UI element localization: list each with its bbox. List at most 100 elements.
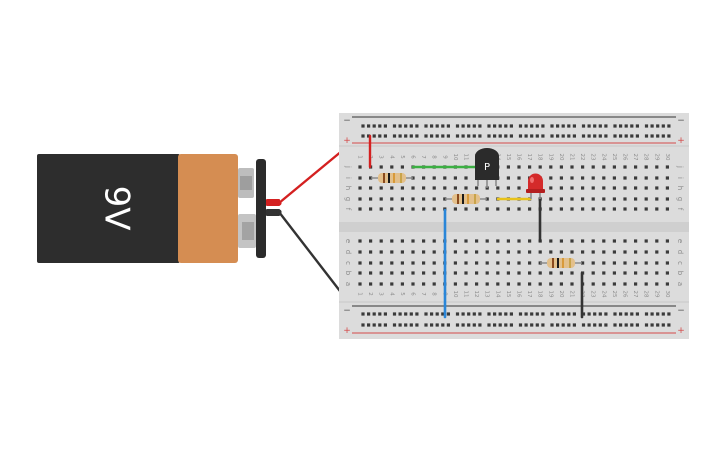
breadboard-hole[interactable] (453, 176, 457, 180)
breadboard-hole[interactable] (496, 207, 500, 211)
breadboard-hole[interactable] (630, 312, 634, 316)
breadboard-hole[interactable] (367, 312, 371, 316)
breadboard-hole[interactable] (591, 197, 595, 201)
breadboard-hole[interactable] (392, 312, 397, 316)
breadboard-hole[interactable] (518, 312, 523, 316)
breadboard-hole[interactable] (493, 124, 497, 128)
breadboard-hole[interactable] (504, 124, 508, 128)
breadboard-hole[interactable] (496, 186, 500, 190)
breadboard-hole[interactable] (369, 176, 373, 180)
breadboard-hole[interactable] (464, 261, 468, 265)
breadboard-hole[interactable] (581, 250, 585, 254)
breadboard-hole[interactable] (475, 271, 479, 275)
transistor[interactable]: P (475, 148, 499, 188)
breadboard-hole[interactable] (655, 239, 659, 243)
breadboard-hole[interactable] (665, 282, 669, 286)
breadboard-hole[interactable] (464, 239, 468, 243)
breadboard-hole[interactable] (390, 165, 394, 169)
breadboard-hole[interactable] (390, 282, 394, 286)
breadboard-hole[interactable] (665, 250, 669, 254)
breadboard-hole[interactable] (453, 186, 457, 190)
breadboard-hole[interactable] (372, 312, 376, 316)
breadboard-hole[interactable] (517, 186, 521, 190)
breadboard-hole[interactable] (453, 282, 457, 286)
resistor-r3[interactable] (540, 258, 582, 268)
breadboard-hole[interactable] (538, 250, 542, 254)
breadboard-hole[interactable] (572, 124, 576, 128)
breadboard-hole[interactable] (422, 186, 426, 190)
breadboard-hole[interactable] (383, 312, 387, 316)
breadboard-hole[interactable] (367, 134, 371, 138)
breadboard-hole[interactable] (378, 134, 382, 138)
breadboard-hole[interactable] (467, 134, 471, 138)
breadboard-hole[interactable] (415, 312, 419, 316)
breadboard-hole[interactable] (506, 271, 510, 275)
breadboard-hole[interactable] (498, 323, 502, 327)
breadboard-hole[interactable] (613, 134, 617, 138)
breadboard-hole[interactable] (549, 165, 553, 169)
breadboard-hole[interactable] (644, 250, 648, 254)
breadboard-hole[interactable] (517, 271, 521, 275)
breadboard-hole[interactable] (581, 124, 586, 128)
breadboard-hole[interactable] (369, 261, 373, 265)
breadboard-hole[interactable] (634, 186, 638, 190)
breadboard-hole[interactable] (369, 239, 373, 243)
breadboard-hole[interactable] (570, 176, 574, 180)
breadboard-hole[interactable] (644, 186, 648, 190)
breadboard-hole[interactable] (644, 271, 648, 275)
breadboard-hole[interactable] (598, 323, 602, 327)
breadboard-hole[interactable] (478, 134, 482, 138)
breadboard-hole[interactable] (432, 271, 436, 275)
breadboard-hole[interactable] (535, 323, 539, 327)
breadboard-hole[interactable] (383, 323, 387, 327)
breadboard-hole[interactable] (572, 134, 576, 138)
breadboard-hole[interactable] (634, 176, 638, 180)
breadboard-hole[interactable] (453, 239, 457, 243)
breadboard-hole[interactable] (650, 124, 654, 128)
breadboard-hole[interactable] (485, 250, 489, 254)
breadboard-hole[interactable] (461, 323, 465, 327)
breadboard-hole[interactable] (587, 312, 591, 316)
breadboard-hole[interactable] (411, 261, 415, 265)
breadboard-hole[interactable] (487, 323, 491, 327)
breadboard-hole[interactable] (556, 312, 560, 316)
breadboard-hole[interactable] (400, 165, 404, 169)
breadboard-hole[interactable] (602, 176, 606, 180)
breadboard-hole[interactable] (475, 186, 479, 190)
breadboard-hole[interactable] (379, 271, 383, 275)
breadboard-hole[interactable] (655, 207, 659, 211)
breadboard-hole[interactable] (528, 250, 532, 254)
breadboard-hole[interactable] (535, 312, 539, 316)
breadboard-hole[interactable] (559, 282, 563, 286)
breadboard-hole[interactable] (518, 124, 523, 128)
breadboard-hole[interactable] (567, 323, 571, 327)
breadboard-hole[interactable] (498, 312, 502, 316)
breadboard-hole[interactable] (644, 282, 648, 286)
breadboard-hole[interactable] (630, 124, 634, 128)
breadboard-hole[interactable] (559, 271, 563, 275)
breadboard-hole[interactable] (644, 261, 648, 265)
breadboard-hole[interactable] (411, 197, 415, 201)
breadboard-hole[interactable] (593, 323, 597, 327)
breadboard-hole[interactable] (602, 197, 606, 201)
breadboard-hole[interactable] (506, 282, 510, 286)
breadboard-hole[interactable] (630, 134, 634, 138)
breadboard-hole[interactable] (591, 176, 595, 180)
breadboard-hole[interactable] (422, 239, 426, 243)
breadboard-hole[interactable] (612, 271, 616, 275)
breadboard-hole[interactable] (361, 124, 365, 128)
breadboard-hole[interactable] (409, 124, 413, 128)
breadboard-hole[interactable] (556, 323, 560, 327)
breadboard-hole[interactable] (538, 165, 542, 169)
breadboard-hole[interactable] (411, 239, 415, 243)
breadboard-hole[interactable] (358, 207, 362, 211)
breadboard-hole[interactable] (472, 124, 476, 128)
breadboard-hole[interactable] (581, 239, 585, 243)
breadboard-hole[interactable] (528, 282, 532, 286)
breadboard-hole[interactable] (591, 239, 595, 243)
breadboard-hole[interactable] (358, 271, 362, 275)
breadboard-hole[interactable] (581, 323, 586, 327)
breadboard-hole[interactable] (613, 323, 617, 327)
breadboard-hole[interactable] (581, 176, 585, 180)
breadboard-hole[interactable] (635, 124, 639, 128)
